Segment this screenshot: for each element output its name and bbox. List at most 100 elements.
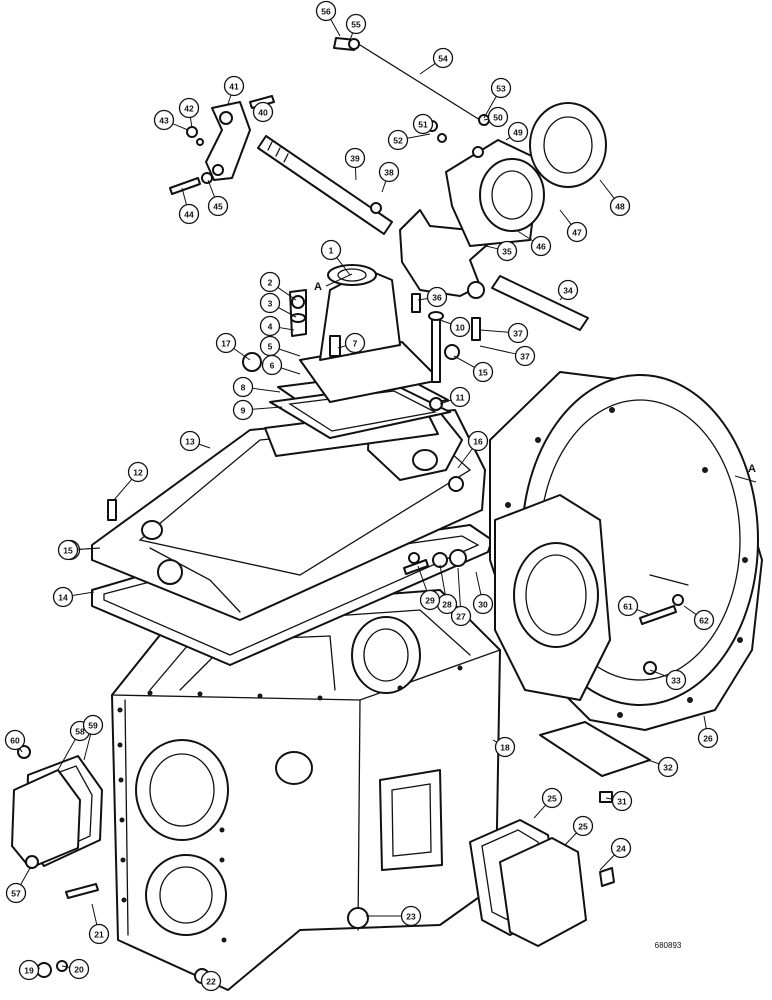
callout-53: 53	[483, 77, 512, 119]
callout-number: 55	[351, 20, 361, 30]
callout-35: 35	[485, 240, 518, 262]
release-bearing	[445, 102, 607, 247]
callout-leader	[20, 867, 31, 885]
callout-27: 27	[450, 567, 472, 627]
callout-balloon	[507, 322, 529, 344]
callout-5: 5	[259, 335, 301, 357]
callout-29: 29	[417, 565, 441, 611]
callout-number: 18	[500, 743, 510, 753]
callout-number: 3	[268, 299, 273, 309]
callout-balloon	[507, 121, 529, 143]
callout-balloon	[232, 399, 254, 421]
callout-number: 24	[616, 844, 626, 854]
callout-22: 22	[200, 970, 222, 992]
callout-leader	[457, 567, 461, 607]
callout-number: 38	[384, 168, 394, 178]
callout-30: 30	[472, 571, 494, 615]
callout-leader	[636, 609, 649, 615]
callout-number: 20	[74, 965, 84, 975]
callout-number: 56	[321, 7, 331, 17]
callout-balloon	[432, 47, 454, 69]
callout-9: 9	[232, 399, 283, 421]
callout-25: 25	[533, 787, 563, 819]
clutch-housing	[489, 371, 763, 731]
callout-2: 2	[259, 271, 297, 301]
callout-leader	[453, 355, 475, 368]
callout-leader	[91, 903, 98, 925]
callout-leader	[280, 367, 301, 375]
callout-balloon	[426, 286, 448, 308]
callout-number: 4	[268, 322, 273, 332]
callout-44: 44	[178, 187, 200, 225]
callout-leader	[533, 804, 547, 819]
callout-number: 8	[241, 383, 246, 393]
callout-balloon	[259, 271, 281, 293]
callout-number: 7	[353, 339, 358, 349]
callout-balloon	[252, 101, 274, 123]
callout-21: 21	[88, 903, 110, 945]
callout-47: 47	[559, 209, 588, 243]
callout-leader	[233, 348, 251, 361]
callout-balloon	[572, 815, 594, 837]
callout-balloon	[665, 669, 687, 691]
fork-shaft	[491, 275, 589, 331]
callout-number: 10	[455, 323, 465, 333]
callout-leader	[483, 96, 497, 119]
callout-leader	[505, 136, 511, 141]
callout-balloon	[200, 970, 222, 992]
callout-leader	[492, 739, 498, 743]
callout-15: 15	[57, 539, 101, 561]
callout-leader	[277, 286, 297, 301]
callout-balloon	[344, 332, 366, 354]
callout-number: 6	[270, 361, 275, 371]
callout-leader	[647, 759, 660, 765]
callout-balloon	[449, 386, 471, 408]
callout-number: 54	[438, 54, 448, 64]
callout-balloon	[494, 736, 516, 758]
callout-number: 15	[478, 368, 488, 378]
callout-leader	[337, 345, 347, 349]
callout-number: 44	[184, 210, 194, 220]
callout-leader	[198, 443, 211, 449]
callout-41: 41	[223, 75, 245, 105]
callout-49: 49	[505, 121, 529, 143]
callout-43: 43	[153, 109, 189, 131]
callout-8: 8	[232, 376, 281, 398]
callout-number: 41	[229, 82, 239, 92]
callout-leader	[439, 319, 452, 325]
callout-leader	[475, 571, 482, 595]
ref-letter-a-right: A	[748, 463, 756, 475]
callout-leader	[439, 399, 452, 405]
callout-31: 31	[605, 790, 633, 812]
callout-number: 2	[268, 278, 273, 288]
callout-balloon	[179, 430, 201, 452]
callout-leader	[278, 348, 301, 357]
callout-leader	[189, 117, 193, 129]
callout-42: 42	[178, 97, 200, 129]
callout-number: 15	[63, 546, 73, 556]
callout-number: 17	[221, 339, 231, 349]
callout-number: 16	[473, 437, 483, 447]
callout-number: 61	[623, 602, 633, 612]
callout-number: 5	[268, 342, 273, 352]
callout-balloon	[261, 354, 283, 376]
callout-balloon	[127, 461, 149, 483]
callout-number: 57	[11, 889, 21, 899]
callout-number: 43	[159, 116, 169, 126]
callout-number: 23	[406, 912, 416, 922]
callout-34: 34	[557, 279, 579, 301]
callout-18: 18	[492, 736, 516, 758]
callout-50: 50	[483, 106, 509, 128]
callout-balloon	[68, 958, 90, 980]
callout-balloon	[320, 239, 342, 261]
callout-number: 27	[456, 612, 466, 622]
callout-3: 3	[259, 292, 297, 318]
callout-balloon	[378, 161, 400, 183]
callout-leader	[381, 180, 387, 193]
ref-letter-a-left: A	[314, 281, 322, 293]
callout-15: 15	[453, 355, 494, 383]
callout-leader	[227, 94, 232, 105]
callout-45: 45	[207, 179, 229, 217]
callout-number: 30	[478, 600, 488, 610]
callout-leader	[113, 478, 133, 501]
